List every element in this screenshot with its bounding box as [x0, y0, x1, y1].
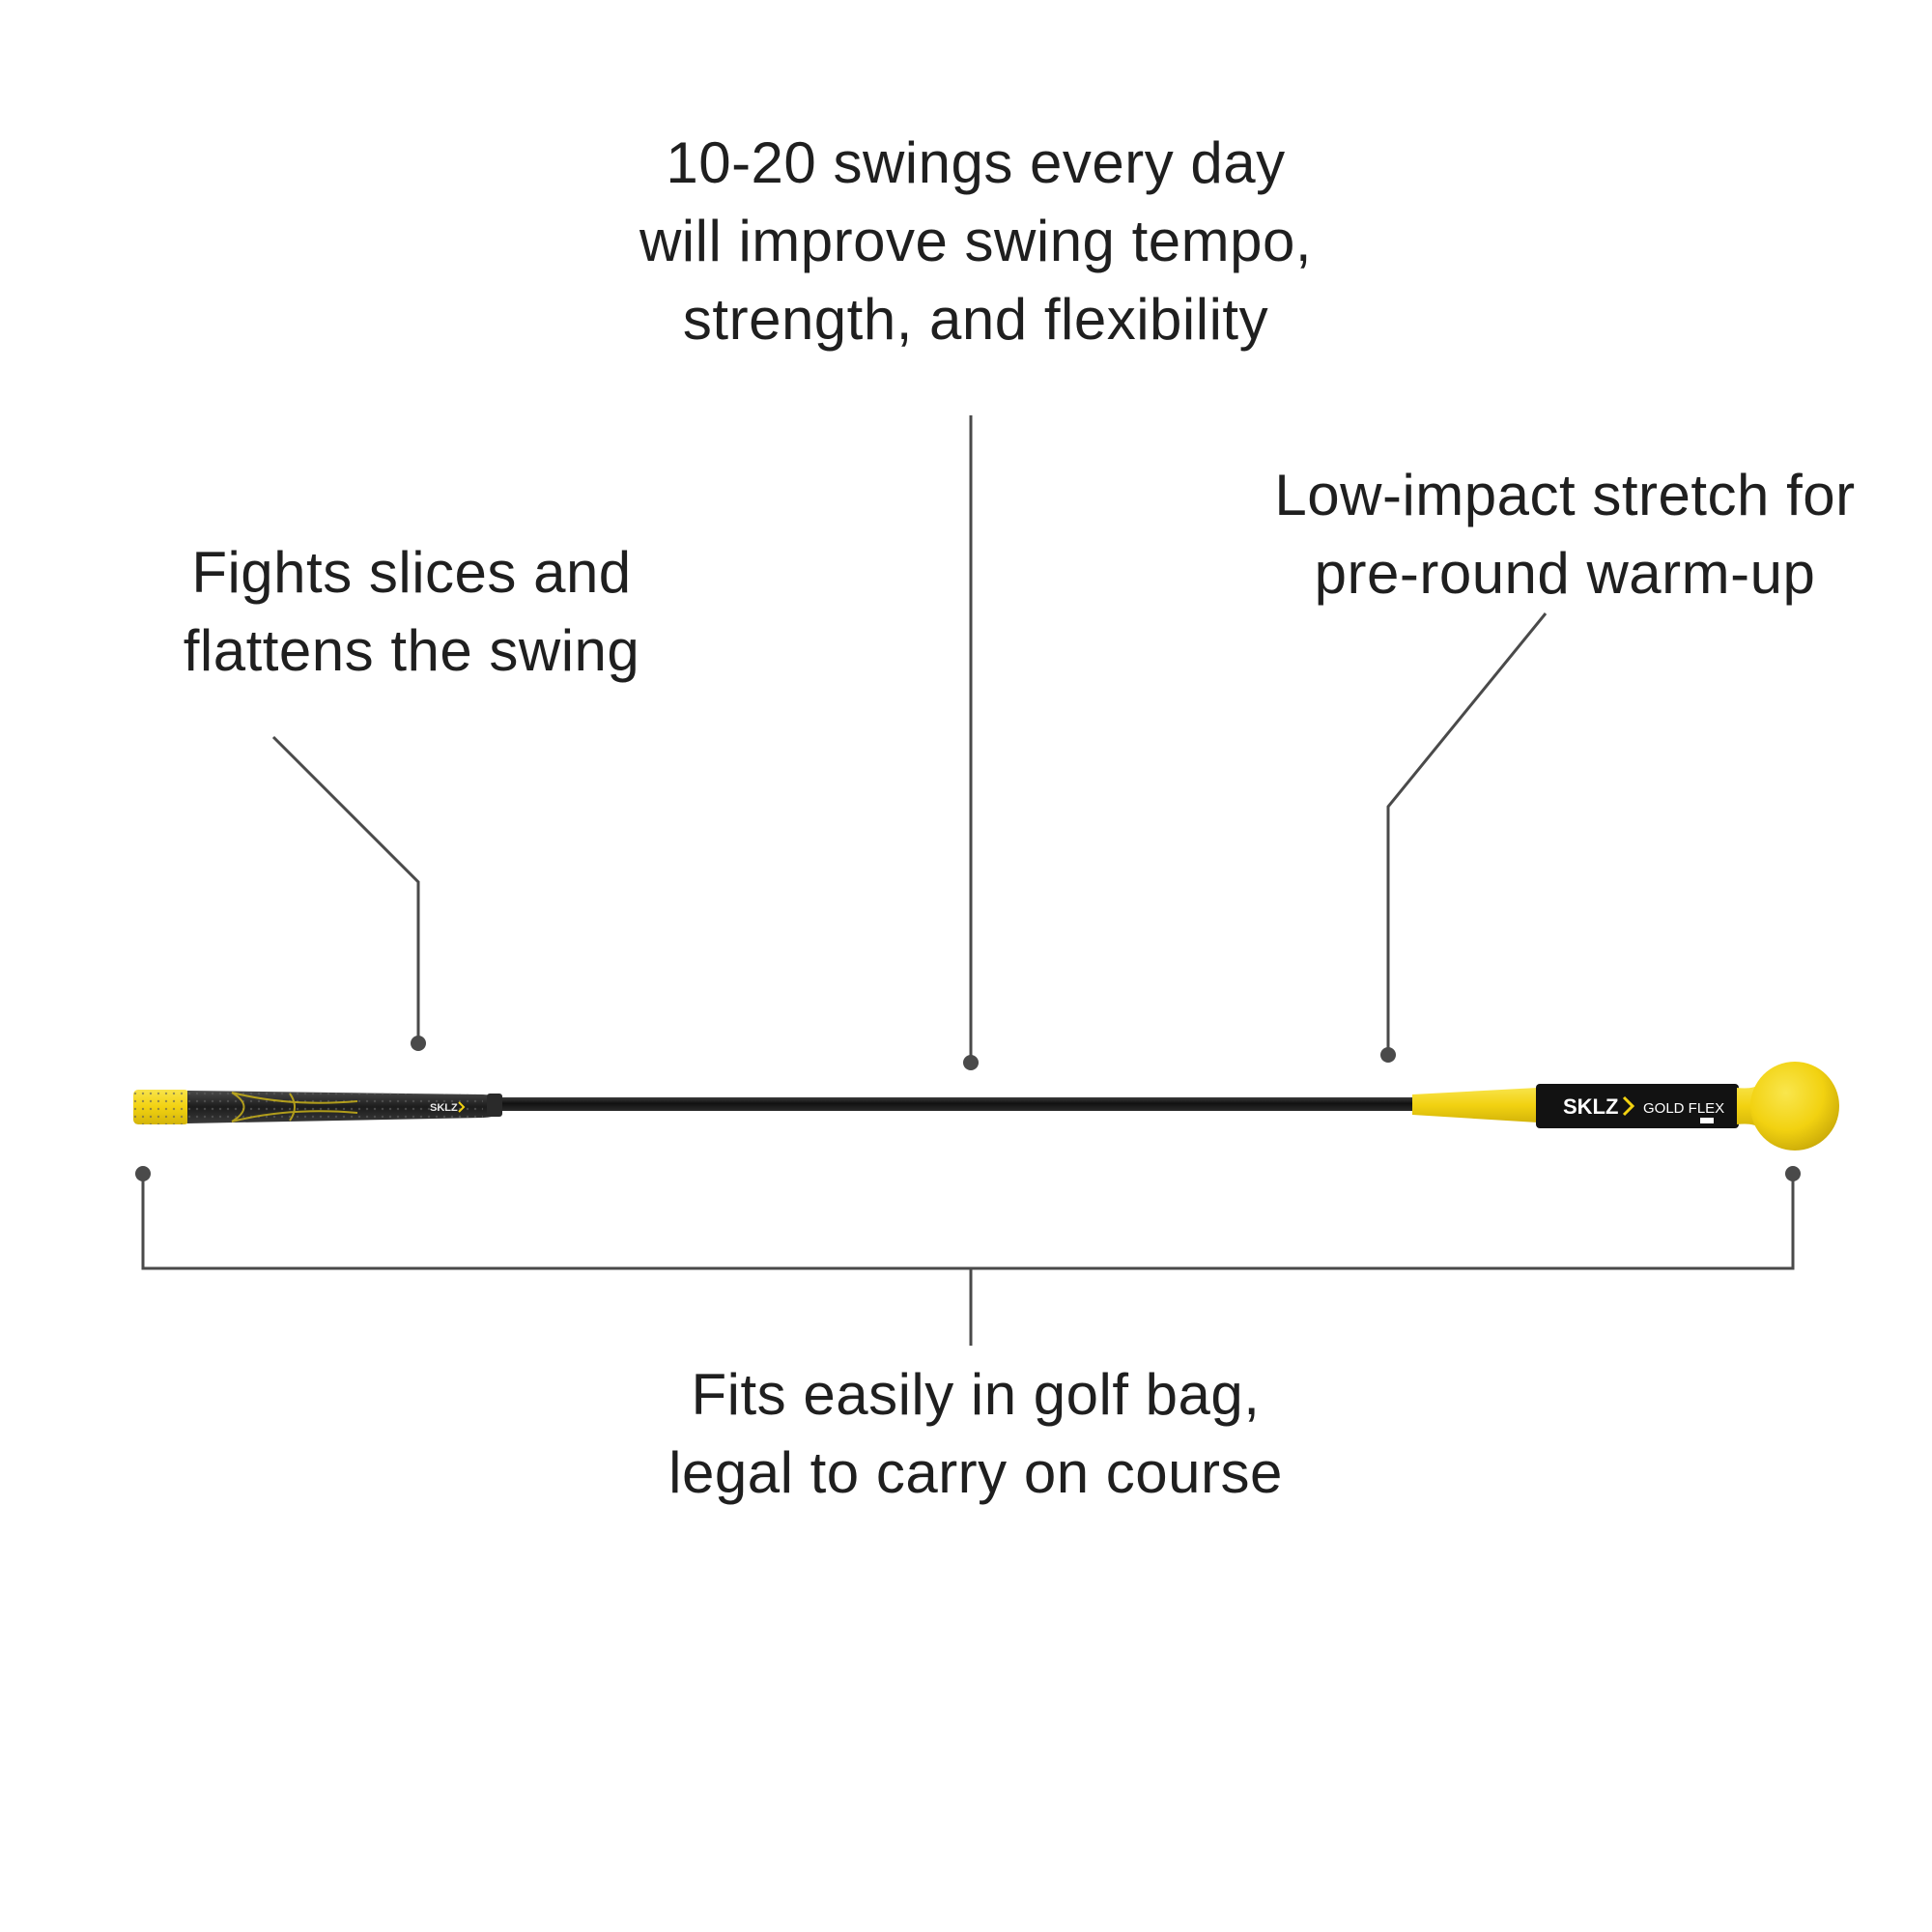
callout-slices-line-1: Fights slices and: [191, 540, 632, 605]
callout-slices-line-2: flattens the swing: [183, 618, 640, 683]
head-logo: SKLZ: [1563, 1094, 1618, 1119]
trainer-shaft: [497, 1097, 1415, 1111]
leader-dot-bag-right: [1785, 1166, 1801, 1181]
golf-trainer: SKLZ SKLZ GOLD FLEX: [133, 1062, 1839, 1151]
head-taper: [1412, 1088, 1538, 1122]
leader-dot-slices: [411, 1036, 426, 1051]
trainer-weighted-ball: [1750, 1062, 1839, 1151]
grip-collar: [487, 1094, 502, 1117]
callout-stretch-line-2: pre-round warm-up: [1314, 541, 1816, 606]
head-logo-chevron-icon: [1622, 1095, 1635, 1117]
callout-tempo-line-2: will improve swing tempo,: [639, 209, 1313, 273]
head-label-band: [1536, 1084, 1739, 1128]
callout-bag-line-1: Fits easily in golf bag,: [691, 1362, 1261, 1427]
head-model-badge-icon: [1700, 1118, 1714, 1123]
leader-line-slices: [271, 735, 420, 1043]
callout-bag: Fits easily in golf bag, legal to carry …: [580, 1355, 1372, 1512]
leader-line-stretch: [1386, 612, 1548, 1055]
leader-lines: [141, 415, 1795, 1346]
callout-stretch-line-1: Low-impact stretch for: [1274, 463, 1856, 527]
head-model: GOLD FLEX: [1643, 1100, 1724, 1117]
leader-dots: [135, 1036, 1801, 1181]
callout-slices: Fights slices and flattens the swing: [122, 533, 701, 690]
leader-dot-stretch: [1380, 1047, 1396, 1063]
callout-tempo: 10-20 swings every day will improve swin…: [570, 124, 1381, 358]
callout-stretch: Low-impact stretch for pre-round warm-up: [1227, 456, 1903, 612]
leader-dot-bag-left: [135, 1166, 151, 1181]
callout-tempo-line-3: strength, and flexibility: [682, 287, 1269, 352]
leader-line-bag-bracket: [141, 1174, 1795, 1270]
leader-dot-tempo: [963, 1055, 979, 1070]
callout-bag-line-2: legal to carry on course: [668, 1440, 1283, 1505]
grip-accent-pattern: [231, 1092, 358, 1122]
grip-logo: SKLZ: [430, 1102, 458, 1114]
callout-tempo-line-1: 10-20 swings every day: [666, 130, 1286, 195]
grip-logo-chevron-icon: [458, 1101, 466, 1113]
